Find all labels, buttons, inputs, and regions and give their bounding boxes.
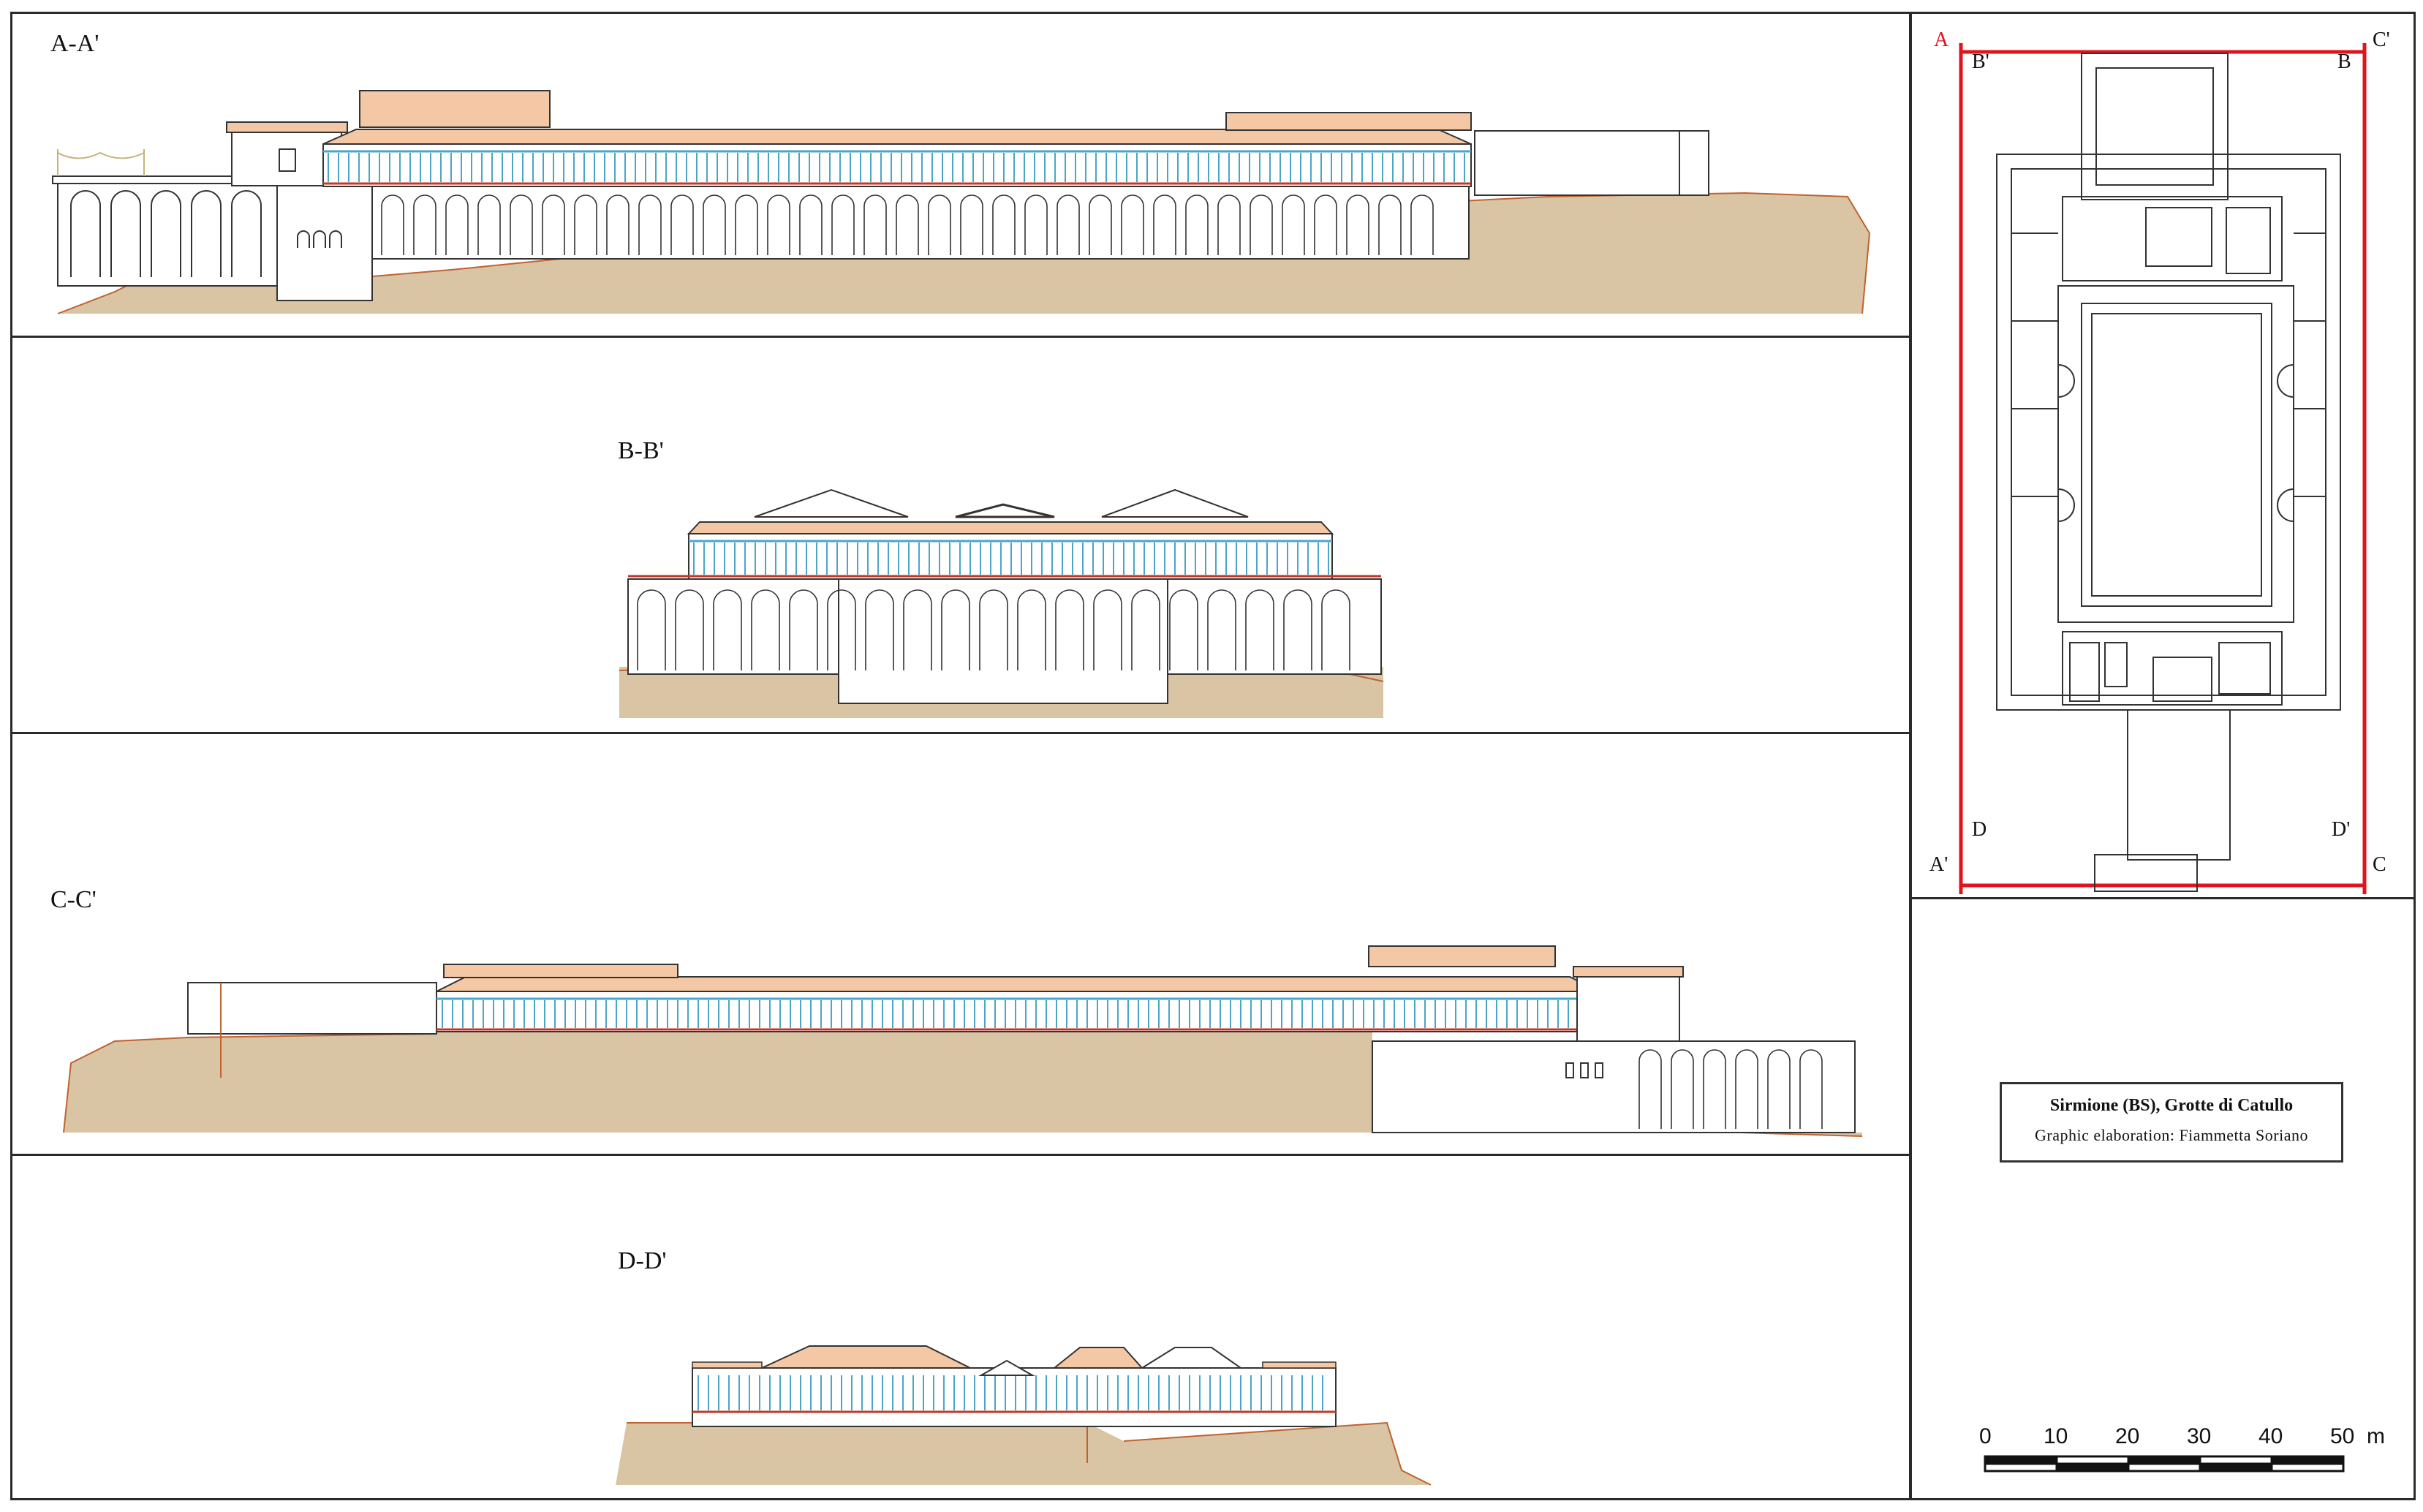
section-panel-a: A-A' [10, 12, 1911, 338]
arch [445, 194, 469, 255]
arch [863, 194, 887, 255]
arch [1056, 194, 1080, 255]
arch [703, 194, 726, 255]
arch [637, 589, 666, 670]
elevation-drawing-b [619, 488, 1384, 718]
cartouche-subtitle: Graphic elaboration: Fiammetta Soriano [2035, 1126, 2308, 1144]
arch [1378, 194, 1402, 255]
arch [477, 194, 501, 255]
arch [1153, 194, 1176, 255]
section-label-c: C-C' [50, 886, 97, 913]
elevation-drawing-c [63, 945, 1863, 1137]
section-label-b: B-B' [618, 437, 664, 464]
arch [789, 589, 818, 670]
arch [960, 194, 983, 255]
marker-a: A [1934, 29, 1949, 51]
arch [1799, 1049, 1823, 1129]
section-label-d: D-D' [618, 1247, 667, 1274]
arch [896, 194, 919, 255]
arch [831, 194, 855, 255]
arch [1185, 194, 1209, 255]
arch [670, 194, 694, 255]
arch [735, 194, 758, 255]
marker-b-prime: B' [1972, 50, 1989, 73]
arch [1055, 589, 1084, 670]
arch [941, 589, 970, 670]
arch [1346, 194, 1369, 255]
arch [1282, 194, 1305, 255]
arch [1245, 589, 1274, 670]
arch [979, 589, 1008, 670]
cartouche-title: Sirmione (BS), Grotte di Catullo [2049, 1096, 2294, 1115]
marker-c: C [2373, 853, 2386, 876]
section-panel-c: C-C' [10, 732, 1911, 1156]
arch [1735, 1049, 1758, 1129]
arch [638, 194, 662, 255]
arch [928, 194, 951, 255]
arch [827, 589, 856, 670]
arch [1121, 194, 1144, 255]
scale-tick-10: 10 [2044, 1424, 2068, 1448]
scale-tick-40: 40 [2258, 1424, 2283, 1448]
arch [992, 194, 1016, 255]
title-cartouche: Sirmione (BS), Grotte di Catullo Graphic… [2000, 1082, 2343, 1163]
section-panel-d: D-D' [10, 1154, 1911, 1500]
scale-tick-0: 0 [1979, 1424, 1992, 1448]
scale-bar [1984, 1455, 2345, 1473]
plan-panel: A B' B C' D D' A' C [1910, 12, 2416, 899]
section-panel-b: B-B' [10, 336, 1911, 734]
arch [751, 589, 780, 670]
arch [713, 589, 742, 670]
marker-d-prime: D' [2332, 818, 2351, 841]
scale-unit: m [2367, 1424, 2385, 1448]
marker-a-prime: A' [1929, 853, 1948, 876]
arch [1169, 589, 1198, 670]
arch [1638, 1049, 1662, 1129]
arch [574, 194, 597, 255]
arch [1321, 589, 1350, 670]
arch [1017, 589, 1046, 670]
marker-d: D [1972, 818, 1987, 841]
arch [865, 589, 894, 670]
scale-tick-50: 50 [2330, 1424, 2355, 1448]
arch [381, 194, 404, 255]
elevation-drawing-a [52, 90, 1871, 314]
arch [1671, 1049, 1694, 1129]
arch [1131, 589, 1160, 670]
arch [1410, 194, 1434, 255]
site-plan [1959, 43, 2367, 894]
section-label-a: A-A' [50, 30, 99, 57]
arch [1314, 194, 1337, 255]
arch [767, 194, 790, 255]
arch [1024, 194, 1048, 255]
arch [1767, 1049, 1791, 1129]
arch [1089, 194, 1112, 255]
arch [1217, 194, 1241, 255]
marker-c-prime: C' [2373, 29, 2390, 51]
scale-tick-30: 30 [2187, 1424, 2212, 1448]
arch [675, 589, 704, 670]
scale-tick-20: 20 [2115, 1424, 2140, 1448]
elevation-drawing-d [616, 1345, 1432, 1486]
arch [903, 589, 932, 670]
arch [1250, 194, 1273, 255]
arch [799, 194, 823, 255]
arch [606, 194, 630, 255]
arch [510, 194, 533, 255]
marker-b: B [2337, 50, 2351, 73]
arch [1703, 1049, 1726, 1129]
arch [542, 194, 565, 255]
legend-panel: Sirmione (BS), Grotte di Catullo Graphic… [1910, 897, 2416, 1500]
arch [1093, 589, 1122, 670]
arch [1283, 589, 1312, 670]
arch [413, 194, 436, 255]
arch [1207, 589, 1236, 670]
